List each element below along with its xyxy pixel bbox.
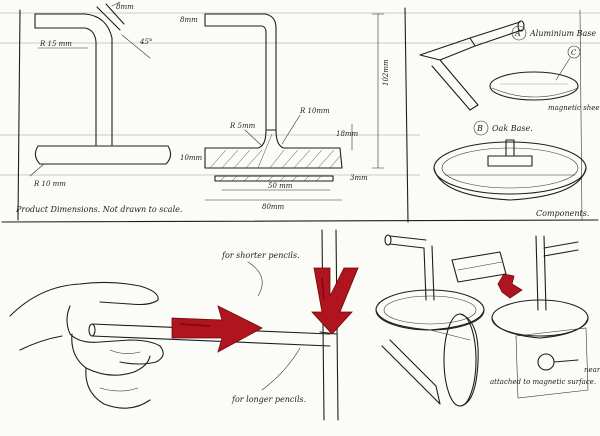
note-longer: for longer pencils. [231, 395, 306, 404]
label-c-circle [567, 45, 581, 59]
component-part-b: Oak Base. [492, 124, 533, 133]
front-dim-top: 8mm [116, 3, 134, 11]
red-arrow-vertical [311, 267, 359, 335]
leader-longer [261, 347, 301, 391]
red-arrow-small [497, 273, 523, 299]
component-part-c: magnetic sheet [548, 104, 600, 112]
front-dim-angle: 45° [139, 38, 152, 46]
perspective-stand-right [491, 235, 589, 339]
section-dim-width: 80mm [262, 203, 285, 211]
note-near: near [584, 366, 600, 374]
component-label-a: A [514, 29, 521, 38]
label-b-circle [473, 120, 489, 136]
section-dim-height: 102mm [382, 59, 390, 86]
red-arrow-horizontal [171, 305, 263, 353]
panel-borders [0, 7, 600, 223]
label-a-circle [511, 25, 527, 41]
section-dim-mid: 18mm [336, 130, 359, 138]
aluminium-base-drawing [419, 20, 525, 111]
section-view-drawing [204, 13, 385, 201]
oak-base-drawing [433, 139, 587, 201]
note-shorter: for shorter pencils. [221, 251, 300, 260]
section-dim-radius-small: R 5mm [229, 122, 256, 130]
hand-drawing [9, 281, 164, 409]
leader-shorter [247, 261, 263, 297]
section-dim-magnet: 3mm [350, 174, 368, 182]
magnetic-sheet-drawing [489, 71, 579, 101]
front-dim-base-radius: R 10 mm [33, 180, 66, 188]
component-label-c: C [571, 49, 577, 57]
perspective-stand-tilted [429, 313, 479, 407]
section-dim-top: 8mm [180, 16, 198, 24]
component-part-a: Aluminium Base [529, 29, 596, 38]
note-attached: attached to magnetic surface. [490, 378, 596, 386]
component-label-b: B [476, 124, 483, 133]
front-view-drawing [29, 1, 172, 177]
section-dim-base-thickness: 10mm [180, 154, 203, 162]
perspective-stand-large [375, 234, 485, 331]
perspective-pencil-diagonal [381, 339, 441, 405]
components-caption: Components. [536, 209, 589, 218]
section-dim-plate: 50 mm [268, 182, 293, 190]
perspective-pencil-tray [451, 251, 507, 283]
section-hatching [209, 133, 341, 169]
magnetic-surface-sketch [515, 327, 589, 399]
section-dim-radius-fillet: R 10mm [299, 107, 330, 115]
dimensions-caption: Product Dimensions. Not drawn to scale. [15, 205, 182, 214]
front-dim-radius: R 15 mm [39, 40, 72, 48]
